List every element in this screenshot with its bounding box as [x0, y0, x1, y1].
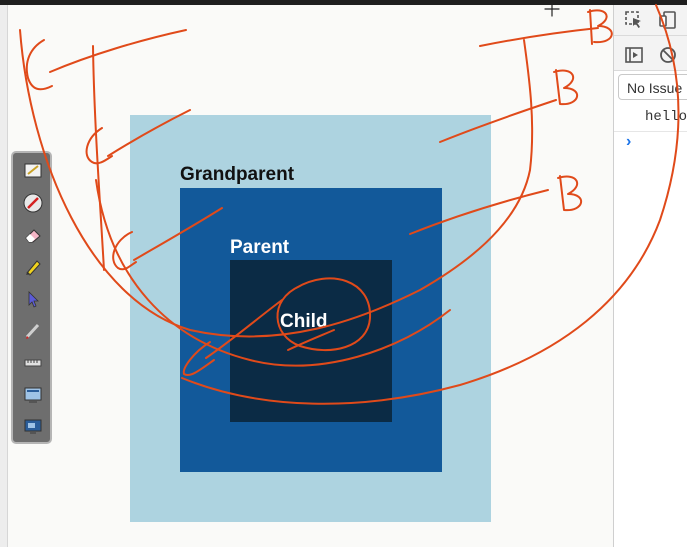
b-letter-stroke [557, 175, 582, 212]
inspect-element-icon[interactable] [623, 9, 645, 31]
sidebar-toggle-icon[interactable] [623, 44, 645, 66]
highlighter-icon[interactable] [21, 255, 45, 279]
b-letter-stroke [553, 69, 578, 106]
console-prompt-icon[interactable]: › [626, 133, 632, 150]
grandparent-label: Grandparent [180, 164, 295, 185]
whiteboard-icon[interactable] [21, 159, 45, 183]
parent-label: Parent [230, 237, 290, 258]
laser-pointer-icon[interactable] [21, 191, 45, 215]
child-label: Child [280, 311, 328, 332]
annotation-toolbar [11, 151, 52, 444]
console-message: hello [645, 109, 687, 125]
b-letter-stroke [587, 9, 613, 45]
child-box[interactable] [230, 260, 392, 422]
ruler-icon[interactable] [21, 351, 45, 375]
devtools-panel: No Issue hello › [613, 5, 687, 547]
pen-icon[interactable] [21, 319, 45, 343]
screen-capture-icon[interactable] [21, 383, 45, 407]
clear-console-icon[interactable] [657, 44, 679, 66]
c-stroke [25, 39, 53, 91]
eraser-icon[interactable] [21, 223, 45, 247]
ink-stroke [479, 27, 599, 47]
window-edge [0, 5, 8, 547]
display-icon[interactable] [21, 415, 45, 439]
c-stroke [85, 127, 113, 165]
cursor-icon[interactable] [21, 287, 45, 311]
issues-button[interactable]: No Issue [618, 74, 687, 100]
ink-stroke [49, 29, 187, 73]
top-bar [0, 0, 687, 5]
device-toolbar-icon[interactable] [657, 9, 679, 31]
ink-stroke [92, 45, 105, 271]
